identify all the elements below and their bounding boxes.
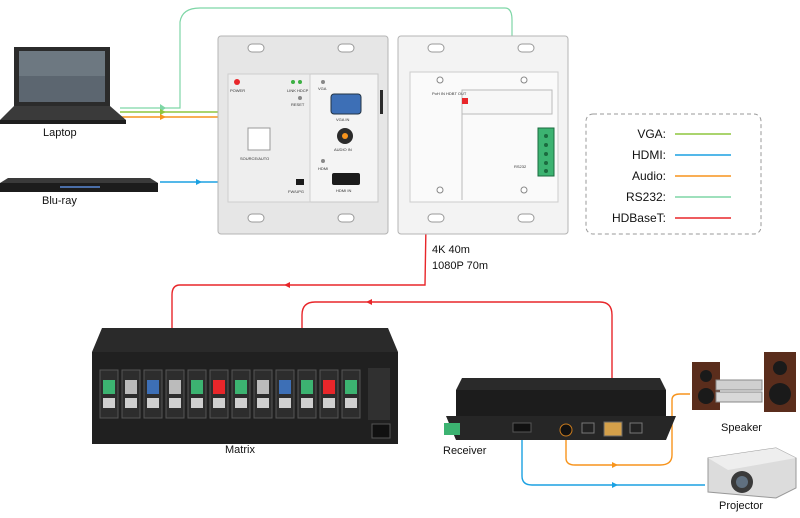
arrow-hdmi-projector <box>612 482 618 488</box>
label-audio-in: AUDIO IN <box>334 147 352 152</box>
label-speaker: Speaker <box>721 422 762 434</box>
matrix-port-7 <box>257 380 269 394</box>
laptop-icon <box>0 47 126 124</box>
matrix-port-lower-9 <box>301 398 313 408</box>
legend-label-2: Audio: <box>631 169 666 183</box>
arrow-hdbaset-in <box>284 282 290 288</box>
matrix-port-6 <box>235 380 247 394</box>
legend-label-3: RS232: <box>625 190 666 204</box>
matrix-port-lower-3 <box>169 398 181 408</box>
hdbaset-cable-in <box>171 96 469 400</box>
receiver-device <box>444 378 676 440</box>
label-vga-in: VGA IN <box>336 117 349 122</box>
legend-label-0: VGA: <box>637 127 666 141</box>
label-reset: RESET <box>291 102 305 107</box>
rs232-cable <box>120 7 535 151</box>
wallplate-rear: PoH IN HDBT OUT RS232 <box>397 35 569 235</box>
matrix-port-4 <box>191 380 203 394</box>
matrix-port-0 <box>103 380 115 394</box>
matrix-port-10 <box>323 380 335 394</box>
legend-label-1: HDMI: <box>632 148 666 162</box>
matrix-port-8 <box>279 380 291 394</box>
matrix-port-lower-4 <box>191 398 203 408</box>
arrow-audio <box>160 114 166 120</box>
matrix-port-3 <box>169 380 181 394</box>
matrix-port-11 <box>345 380 357 394</box>
matrix-port-lower-7 <box>257 398 269 408</box>
legend <box>585 113 762 235</box>
matrix-port-1 <box>125 380 137 394</box>
audio-cable-speaker <box>565 393 690 466</box>
hdmi-cable-projector <box>521 430 705 486</box>
arrow-hdbaset-out <box>366 299 372 305</box>
matrix-port-2 <box>147 380 159 394</box>
matrix-port-lower-0 <box>103 398 115 408</box>
label-laptop: Laptop <box>43 127 77 139</box>
label-rs232: RS232 <box>514 164 527 169</box>
matrix-port-lower-11 <box>345 398 357 408</box>
label-hdmi-in: HDMI IN <box>336 188 351 193</box>
matrix-port-lower-8 <box>279 398 291 408</box>
arrow-hdmi-bluray <box>196 179 202 185</box>
matrix-switcher <box>92 328 398 444</box>
arrow-audio-speaker <box>612 462 618 468</box>
label-link-hdcp: LINK HDCP <box>287 88 309 93</box>
wallplate-front: POWER LINK HDCP RESET SOURCE/AUTO VGA VG… <box>217 35 389 235</box>
speaker-icon <box>692 352 796 412</box>
label-source-auto: SOURCE/AUTO <box>240 156 269 161</box>
matrix-port-9 <box>301 380 313 394</box>
label-vga: VGA <box>318 86 327 91</box>
matrix-port-lower-2 <box>147 398 159 408</box>
label-distance-1080p: 1080P 70m <box>432 260 489 272</box>
label-hdbt-out: PoH IN HDBT OUT <box>432 91 467 96</box>
label-fw-upg: FW/UPG <box>288 189 304 194</box>
label-receiver: Receiver <box>443 445 487 457</box>
label-distance-4k: 4K 40m <box>432 244 470 256</box>
label-matrix: Matrix <box>225 444 255 456</box>
arrow-vga <box>160 109 166 115</box>
label-hdmi: HDMI <box>318 166 328 171</box>
projector-icon <box>707 447 797 499</box>
legend-label-4: HDBaseT: <box>611 211 666 225</box>
matrix-port-5 <box>213 380 225 394</box>
matrix-port-lower-10 <box>323 398 335 408</box>
bluray-player-icon <box>0 178 158 192</box>
label-power: POWER <box>230 88 245 93</box>
matrix-port-lower-5 <box>213 398 225 408</box>
matrix-port-lower-1 <box>125 398 137 408</box>
label-bluray: Blu-ray <box>42 195 77 207</box>
label-projector: Projector <box>719 500 764 512</box>
matrix-port-lower-6 <box>235 398 247 408</box>
hdbaset-cable-out <box>301 301 613 425</box>
